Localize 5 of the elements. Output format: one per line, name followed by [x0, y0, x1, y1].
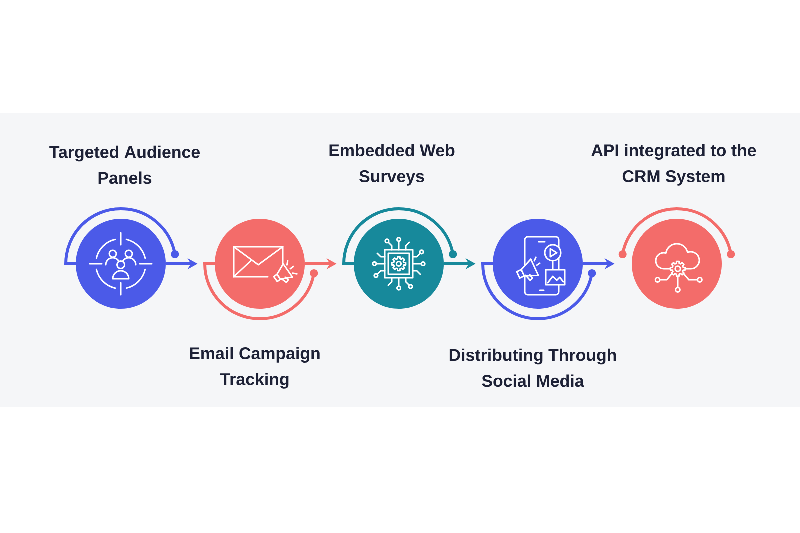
- step-title: Distributing Through Social Media: [450, 348, 616, 388]
- step-title: Email Campaign Tracking: [190, 347, 320, 389]
- step-title: Targeted Audience Panels: [50, 146, 200, 184]
- step-title: Embedded Web Surveys: [330, 144, 455, 186]
- step-title: API integrated to the CRM System: [592, 144, 756, 186]
